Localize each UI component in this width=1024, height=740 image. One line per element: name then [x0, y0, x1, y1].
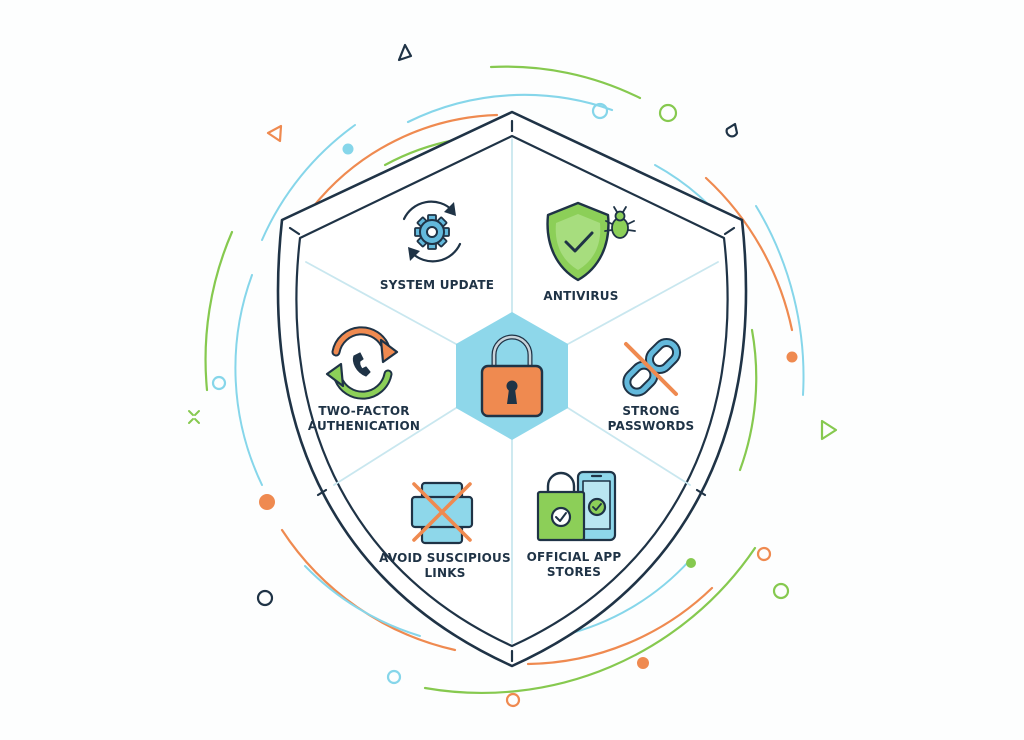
shield-ticks — [288, 119, 736, 663]
ring-orange-bottom — [505, 692, 521, 708]
arc-green-top-right — [489, 65, 642, 100]
label-official-app-stores-2: STORES — [547, 565, 601, 579]
strike-through — [624, 342, 678, 396]
ring-cyan-left — [211, 375, 227, 391]
ring-cyan-top — [591, 102, 609, 120]
arc-cyan-bottom-left — [304, 565, 421, 637]
segment-dividers — [305, 138, 719, 644]
arc-cyan-top-left — [261, 124, 356, 241]
bug-icon — [604, 206, 636, 239]
label-system-update: SYSTEM UPDATE — [380, 278, 494, 292]
bag-handle — [546, 471, 576, 494]
segment-strong-passwords: STRONG PASSWORDS — [608, 337, 695, 433]
center-hexagon — [456, 312, 568, 440]
arc-green-bottom — [423, 546, 757, 695]
dot-green-bottom-right — [686, 558, 696, 568]
sparkle-green-left — [188, 410, 200, 424]
arc-green-right — [738, 328, 758, 472]
ring-navy-bottom-left — [256, 589, 274, 607]
label-antivirus: ANTIVIRUS — [543, 289, 618, 303]
crossed-window-icon — [410, 481, 474, 545]
segment-system-update: SYSTEM UPDATE — [380, 200, 494, 292]
gear-refresh-icon — [402, 200, 462, 263]
arc-cyan-left — [234, 274, 263, 486]
ring-green-top — [658, 103, 678, 123]
dot-cyan-top-left — [342, 143, 354, 155]
ring-cyan-bottom — [386, 669, 402, 685]
arc-orange-bottom-right — [526, 586, 714, 666]
label-two-factor-2: AUTHENICATION — [308, 419, 420, 433]
ring-orange-bottom-right — [756, 546, 772, 562]
label-strong-passwords-1: STRONG — [622, 404, 679, 418]
triangle-navy-top — [397, 43, 413, 62]
label-two-factor-1: TWO-FACTOR — [318, 404, 409, 418]
label-avoid-links-2: LINKS — [424, 566, 465, 580]
dot-orange-right — [786, 351, 798, 363]
ring-green-bottom-right — [772, 582, 790, 600]
shopping-bag-phone-icon — [536, 470, 617, 542]
phone-handset — [352, 352, 371, 377]
drop-navy-top-right — [725, 122, 739, 138]
arc-orange-right — [704, 176, 794, 332]
arc-cyan-right — [755, 205, 805, 396]
dot-orange-bottom — [637, 657, 649, 669]
arc-orange-top — [311, 113, 499, 209]
label-official-app-stores-1: OFFICIAL APP — [527, 550, 622, 564]
broken-link-icon — [622, 337, 682, 397]
dot-orange-left — [259, 494, 275, 510]
phone-cycle-icon — [325, 326, 399, 400]
arc-green-left — [204, 230, 234, 392]
triangle-green-right — [820, 419, 838, 441]
label-strong-passwords-2: PASSWORDS — [608, 419, 695, 433]
decorative-arcs — [204, 65, 805, 695]
segment-official-app-stores: OFFICIAL APP STORES — [527, 470, 622, 579]
padlock-icon — [480, 334, 544, 418]
label-avoid-links-1: AVOID SUSCIPIOUS — [379, 551, 511, 565]
decorative-shapes — [188, 43, 838, 708]
shield-bug-icon — [546, 201, 636, 282]
segment-two-factor: TWO-FACTOR AUTHENICATION — [308, 326, 420, 433]
arc-cyan-top — [406, 93, 614, 124]
segment-antivirus: ANTIVIRUS — [543, 201, 636, 303]
triangle-orange-left — [266, 124, 283, 143]
segment-avoid-suspicious-links: AVOID SUSCIPIOUS LINKS — [379, 481, 511, 580]
